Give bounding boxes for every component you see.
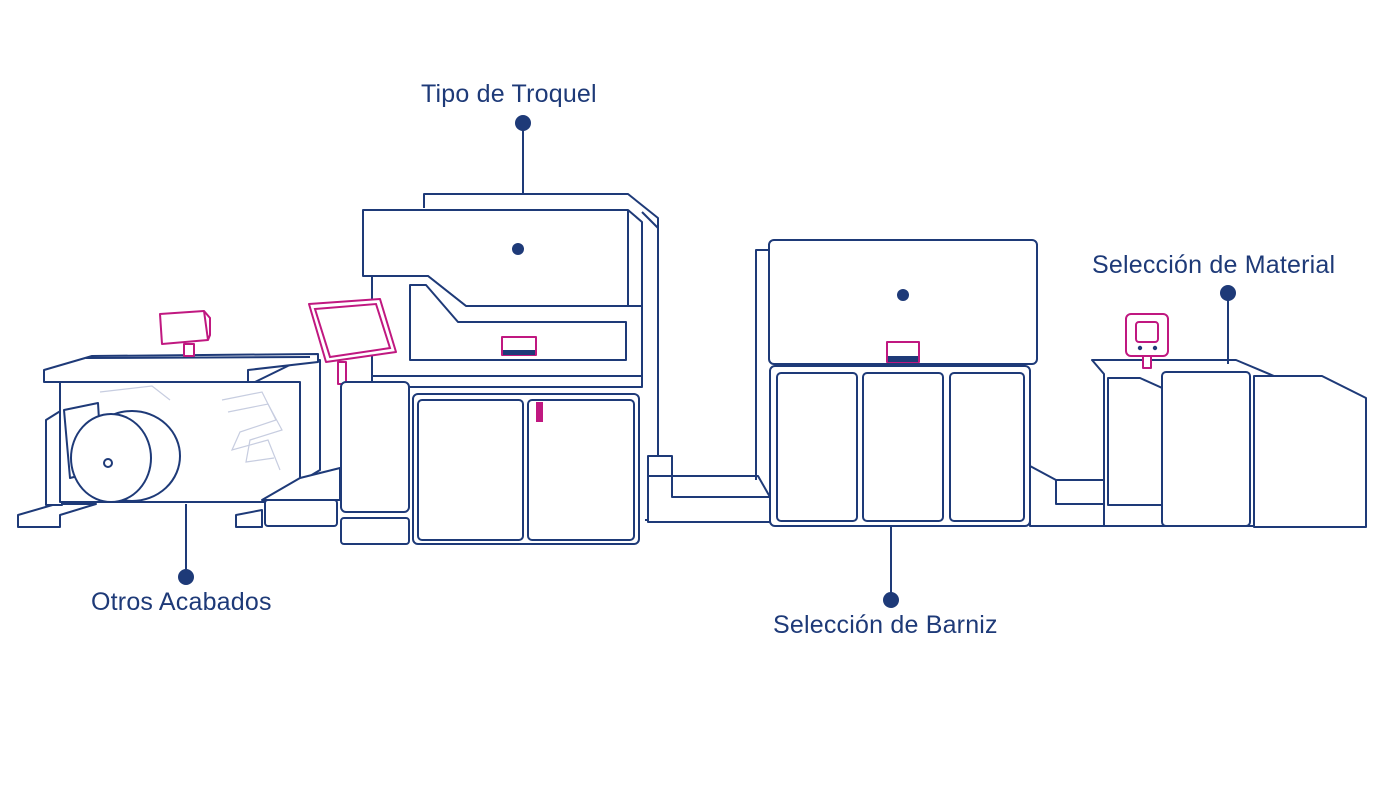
control-screen-right bbox=[1125, 313, 1169, 369]
seleccion-barniz-hotspot[interactable] bbox=[883, 592, 899, 608]
control-screen-arm bbox=[308, 298, 397, 385]
label-tipo-troquel[interactable]: Tipo de Troquel bbox=[421, 80, 597, 108]
varnish-clamp bbox=[886, 341, 920, 363]
control-screen-left bbox=[159, 310, 211, 357]
accent-handle bbox=[536, 402, 543, 422]
label-otros-acabados[interactable]: Otros Acabados bbox=[91, 588, 272, 616]
label-seleccion-material[interactable]: Selección de Material bbox=[1092, 251, 1336, 279]
die-clamp bbox=[501, 336, 537, 356]
callout-tipo-troquel-leader bbox=[515, 115, 531, 194]
label-seleccion-barniz[interactable]: Selección de Barniz bbox=[773, 611, 998, 639]
callout-seleccion-barniz-leader bbox=[883, 526, 899, 608]
die-cutting-unit bbox=[264, 193, 659, 545]
material-unit bbox=[1091, 313, 1367, 528]
callout-otros-acabados-leader bbox=[178, 504, 194, 585]
finishing-unit bbox=[17, 310, 341, 528]
varnish-unit bbox=[755, 239, 1038, 527]
otros-acabados-hotspot[interactable] bbox=[178, 569, 194, 585]
web-path bbox=[647, 455, 771, 523]
callout-seleccion-material-leader bbox=[1220, 285, 1236, 364]
tipo-troquel-hotspot[interactable] bbox=[515, 115, 531, 131]
seleccion-material-hotspot[interactable] bbox=[1220, 285, 1236, 301]
